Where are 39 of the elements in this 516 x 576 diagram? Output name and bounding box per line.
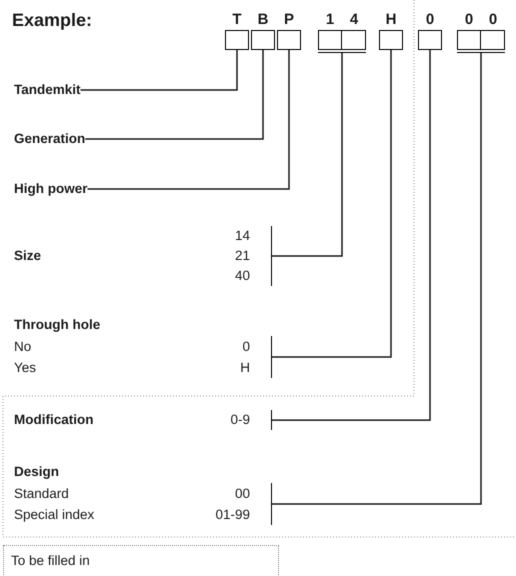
leader-line: [272, 50, 392, 358]
field-label: Generation: [14, 130, 86, 148]
option-code: H: [240, 359, 250, 377]
option-name: Standard: [14, 485, 69, 503]
field-label: Tandemkit: [14, 81, 81, 99]
option-group: [14, 226, 272, 286]
field-label: High power: [14, 180, 88, 198]
option-code: 40: [234, 267, 250, 285]
note-box: To be filled in: [3, 545, 279, 576]
example-heading: Example:: [12, 9, 92, 31]
field-heading: Through hole: [14, 316, 102, 334]
option-code: 21: [234, 247, 250, 265]
option-code: 0-9: [230, 411, 250, 430]
option-group: [14, 410, 272, 430]
option-code: 01-99: [215, 506, 250, 524]
option-code: 00: [234, 485, 250, 503]
leader-line: [272, 50, 431, 421]
code-letter: 1: [326, 10, 334, 30]
code-letter: 4: [350, 10, 358, 30]
option-name: Yes: [14, 359, 36, 377]
option-name: Special index: [14, 506, 94, 524]
option-code: 14: [234, 227, 250, 245]
code-letter: T: [232, 10, 242, 30]
field-heading: Size: [14, 246, 42, 265]
code-letter: B: [258, 10, 268, 30]
field-heading: Design: [14, 463, 60, 481]
leader-line: [85, 50, 264, 140]
option-code: 0: [242, 338, 250, 356]
code-letter: H: [386, 10, 396, 30]
code-letter: 0: [488, 10, 498, 30]
field-heading: Modification: [14, 411, 94, 429]
leader-line: [272, 53, 343, 257]
option-name: No: [14, 338, 32, 356]
leader-line: [272, 53, 482, 505]
code-letter: P: [284, 10, 294, 30]
code-letter: 0: [464, 10, 474, 30]
code-letter: 0: [426, 10, 434, 30]
leader-line: [88, 50, 290, 190]
leader-line: [80, 50, 238, 91]
